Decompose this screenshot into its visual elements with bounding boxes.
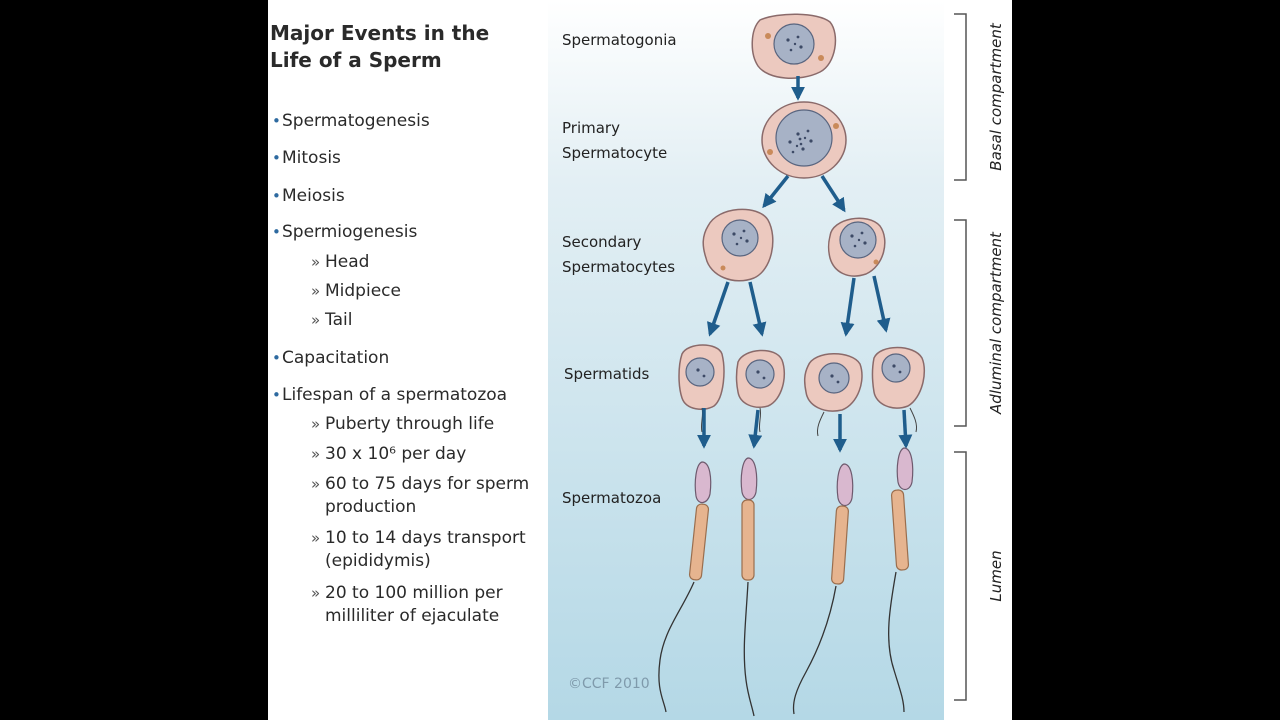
title-line-1: Major Events in the	[270, 21, 490, 45]
label-spermatozoa: Spermatozoa	[562, 489, 661, 507]
label-adluminal-compartment: Adluminal compartment	[987, 231, 1005, 415]
cell-spermatogonia	[751, 13, 837, 79]
label-secondary-1: Secondary	[562, 233, 642, 251]
chevron-right-icon: »	[311, 445, 321, 463]
arrow-primary-secondary-right	[820, 175, 846, 213]
bracket-adluminal	[954, 219, 967, 427]
label-primary-2: Spermatocyte	[562, 144, 667, 162]
event-lifespan: •Lifespan of a spermatozoa	[272, 384, 508, 407]
bullet-icon: •	[272, 149, 281, 167]
event-mitosis: •Mitosis	[272, 147, 341, 170]
label-spermatogonia: Spermatogonia	[562, 31, 677, 49]
subitem-concentration: »20 to 100 million per milliliter of eja…	[311, 582, 535, 628]
page-title: Major Events in the Life of a Sperm	[270, 20, 530, 74]
arrow-secondary-spermatid-2	[748, 281, 767, 337]
spermatozoon-1	[658, 461, 712, 713]
subitem-label: Midpiece	[325, 281, 401, 301]
cell-spermatid-2	[735, 349, 786, 433]
title-line-2: Life of a Sperm	[270, 48, 442, 72]
event-label: Lifespan of a spermatozoa	[282, 385, 508, 405]
chevron-right-icon: »	[311, 529, 321, 547]
event-meiosis: •Meiosis	[272, 185, 345, 208]
bullet-icon: •	[272, 223, 281, 241]
subitem-label: Head	[325, 252, 370, 272]
diagram-frame: Major Events in the Life of a Sperm •Spe…	[268, 0, 1012, 720]
arrow-spermatid-spermatozoon-2	[748, 409, 763, 449]
subitem-tail: »Tail	[311, 309, 535, 332]
cell-spermatid-3	[803, 353, 863, 437]
subitem-transport: »10 to 14 days transport (epididymis)	[311, 527, 535, 573]
chevron-right-icon: »	[311, 311, 321, 329]
cell-spermatid-4	[871, 346, 926, 433]
spermatozoon-2	[740, 457, 758, 717]
subitem-puberty: »Puberty through life	[311, 413, 535, 436]
bullet-icon: •	[272, 386, 281, 404]
cell-secondary-spermatocyte-left	[702, 208, 774, 282]
chevron-right-icon: »	[311, 475, 321, 493]
subitem-label: 60 to 75 days for sperm production	[325, 474, 530, 517]
label-spermatids: Spermatids	[564, 365, 650, 383]
event-label: Mitosis	[282, 148, 341, 168]
subitem-label: 30 x 10⁶ per day	[325, 444, 467, 464]
subitem-per-day: »30 x 10⁶ per day	[311, 443, 535, 466]
event-spermiogenesis: •Spermiogenesis	[272, 221, 418, 244]
subitem-production-days: »60 to 75 days for sperm production	[311, 473, 535, 519]
chevron-right-icon: »	[311, 253, 321, 271]
event-label: Capacitation	[282, 348, 390, 368]
chevron-right-icon: »	[311, 415, 321, 433]
label-lumen: Lumen	[987, 550, 1005, 601]
arrows	[697, 76, 913, 453]
chevron-right-icon: »	[311, 282, 321, 300]
chevron-right-icon: »	[311, 584, 321, 602]
events-list: •Spermatogenesis •Mitosis •Meiosis •Sper…	[268, 0, 548, 720]
subitem-label: 10 to 14 days transport (epididymis)	[325, 528, 526, 571]
arrow-secondary-spermatid-4	[872, 275, 891, 333]
event-label: Spermatogenesis	[282, 111, 430, 131]
event-label: Spermiogenesis	[282, 222, 418, 242]
arrow-spermatid-spermatozoon-4	[898, 409, 913, 449]
label-primary-1: Primary	[562, 119, 620, 137]
bullet-icon: •	[272, 187, 281, 205]
arrow-secondary-spermatid-1	[707, 281, 730, 337]
spermatogenesis-diagram: Spermatogonia Primary Spermatocyte Secon…	[548, 0, 1005, 720]
copyright-text: ©CCF 2010	[568, 676, 650, 692]
cell-secondary-spermatocyte-right	[827, 217, 886, 277]
arrow-primary-secondary-left	[762, 174, 790, 209]
spermatozoon-3	[792, 463, 854, 715]
subitem-label: 20 to 100 million per milliliter of ejac…	[325, 583, 503, 626]
subitem-midpiece: »Midpiece	[311, 280, 535, 303]
bullet-icon: •	[272, 349, 281, 367]
event-capacitation: •Capacitation	[272, 347, 390, 370]
label-secondary-2: Spermatocytes	[562, 258, 675, 276]
bracket-lumen	[954, 451, 967, 701]
subitem-label: Tail	[325, 310, 353, 330]
spermatozoon-4	[888, 447, 914, 713]
bracket-basal	[954, 13, 967, 181]
event-spermatogenesis: •Spermatogenesis	[272, 110, 430, 133]
bullet-icon: •	[272, 112, 281, 130]
subitem-head: »Head	[311, 251, 535, 274]
cell-spermatid-1	[678, 344, 725, 433]
arrow-secondary-spermatid-3	[840, 277, 856, 337]
event-label: Meiosis	[282, 186, 345, 206]
subitem-label: Puberty through life	[325, 414, 495, 434]
cell-primary-spermatocyte	[761, 101, 847, 179]
label-basal-compartment: Basal compartment	[987, 22, 1005, 171]
